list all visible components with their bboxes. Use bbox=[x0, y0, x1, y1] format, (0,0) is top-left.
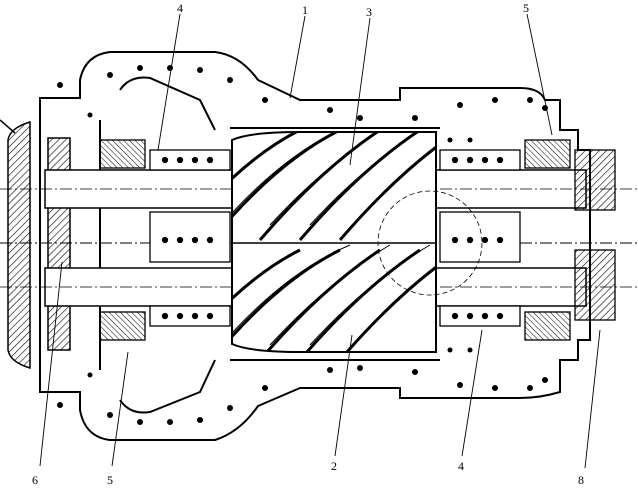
callout-labels: 1 3 4 5 6 5 2 4 8 bbox=[32, 1, 584, 487]
callout-8: 8 bbox=[578, 473, 584, 487]
callout-1: 1 bbox=[302, 3, 308, 17]
callout-5-top: 5 bbox=[523, 1, 529, 15]
right-bearings bbox=[439, 139, 616, 341]
callout-5-bottom: 5 bbox=[107, 473, 113, 487]
callout-2: 2 bbox=[331, 459, 337, 473]
left-bearings bbox=[99, 139, 231, 341]
callout-6: 6 bbox=[32, 473, 38, 487]
rotor-shafts bbox=[0, 169, 638, 307]
callout-4-top: 4 bbox=[177, 1, 183, 15]
leader-lines bbox=[39, 13, 601, 469]
callout-3: 3 bbox=[366, 5, 372, 19]
callout-4-bottom: 4 bbox=[458, 459, 464, 473]
left-end-cover bbox=[0, 119, 71, 370]
bolt-holes bbox=[57, 65, 548, 425]
screw-rotors bbox=[231, 131, 483, 353]
